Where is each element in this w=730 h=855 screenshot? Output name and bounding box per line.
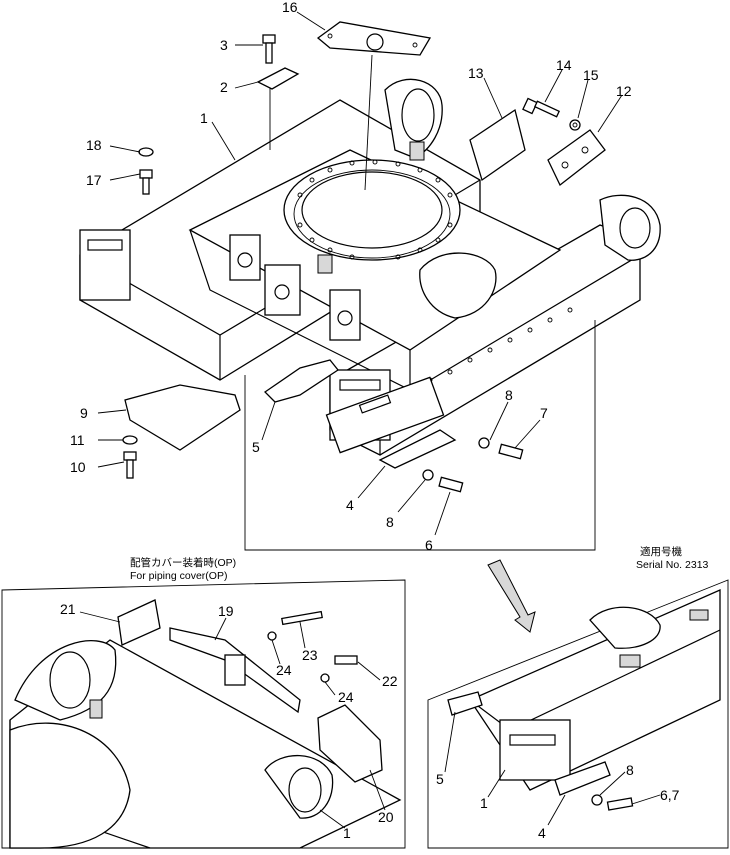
track-frame-main	[79, 78, 661, 456]
callout-5: 5	[252, 439, 260, 455]
callout-5-inset-right: 5	[436, 771, 444, 787]
callout-2: 2	[220, 79, 228, 95]
callout-21: 21	[60, 601, 76, 617]
part-2-plate	[256, 67, 300, 150]
leader-lines	[79, 11, 661, 829]
inset-serial	[427, 559, 729, 849]
callout-6: 6	[425, 537, 433, 553]
callout-24-lower: 24	[338, 689, 354, 705]
detail-box-guards	[244, 320, 596, 551]
callout-23: 23	[302, 647, 318, 663]
callout-12: 12	[616, 83, 632, 99]
callout-1: 1	[200, 110, 208, 126]
callout-17: 17	[86, 172, 102, 188]
callout-22: 22	[382, 673, 398, 689]
inset-right-caption-jp: 適用号機	[640, 545, 682, 558]
part-11-washer	[122, 435, 138, 445]
callout-6-7: 6,7	[660, 787, 680, 803]
callout-15: 15	[583, 67, 599, 83]
callout-8-inset-right: 8	[626, 762, 634, 778]
callout-1-inset-left: 1	[343, 825, 351, 841]
inset-right-caption-en: Serial No. 2313	[636, 559, 709, 571]
part-3-bolt	[262, 34, 276, 64]
callout-7: 7	[540, 405, 548, 421]
callout-3: 3	[220, 37, 228, 53]
inset-left-caption-en: For piping cover(OP)	[130, 570, 227, 582]
part-10-bolt	[123, 451, 137, 479]
callout-19: 19	[218, 603, 234, 619]
callout-4-inset-right: 4	[538, 825, 546, 841]
part-9-cover	[124, 384, 241, 451]
callout-14: 14	[556, 57, 572, 73]
callout-16: 16	[282, 0, 298, 15]
callout-9: 9	[80, 405, 88, 421]
part-13-cover	[469, 108, 526, 182]
callout-1-inset-right: 1	[480, 795, 488, 811]
callout-10: 10	[70, 459, 86, 475]
inset-piping-cover	[1, 579, 406, 849]
part-16-plate	[316, 21, 432, 191]
callout-labels: 16 3 2 1 18 17 13 14 15 12 9 11 10 5 4 8…	[60, 0, 709, 841]
callout-8-upper: 8	[505, 387, 513, 403]
callout-8-lower: 8	[386, 514, 394, 530]
callout-4: 4	[346, 497, 354, 513]
callout-11: 11	[70, 432, 85, 448]
part-17-bolt	[139, 169, 153, 195]
part-14-bolt	[522, 97, 561, 118]
callout-24-upper: 24	[276, 662, 292, 678]
callout-13: 13	[468, 65, 484, 81]
callout-20: 20	[378, 809, 394, 825]
part-18-washer	[138, 147, 154, 157]
part-15-washer	[569, 119, 581, 131]
callout-18: 18	[86, 137, 102, 153]
inset-left-caption-jp: 配管カバー装着時(OP)	[130, 556, 236, 569]
part-12-plate	[547, 129, 606, 187]
